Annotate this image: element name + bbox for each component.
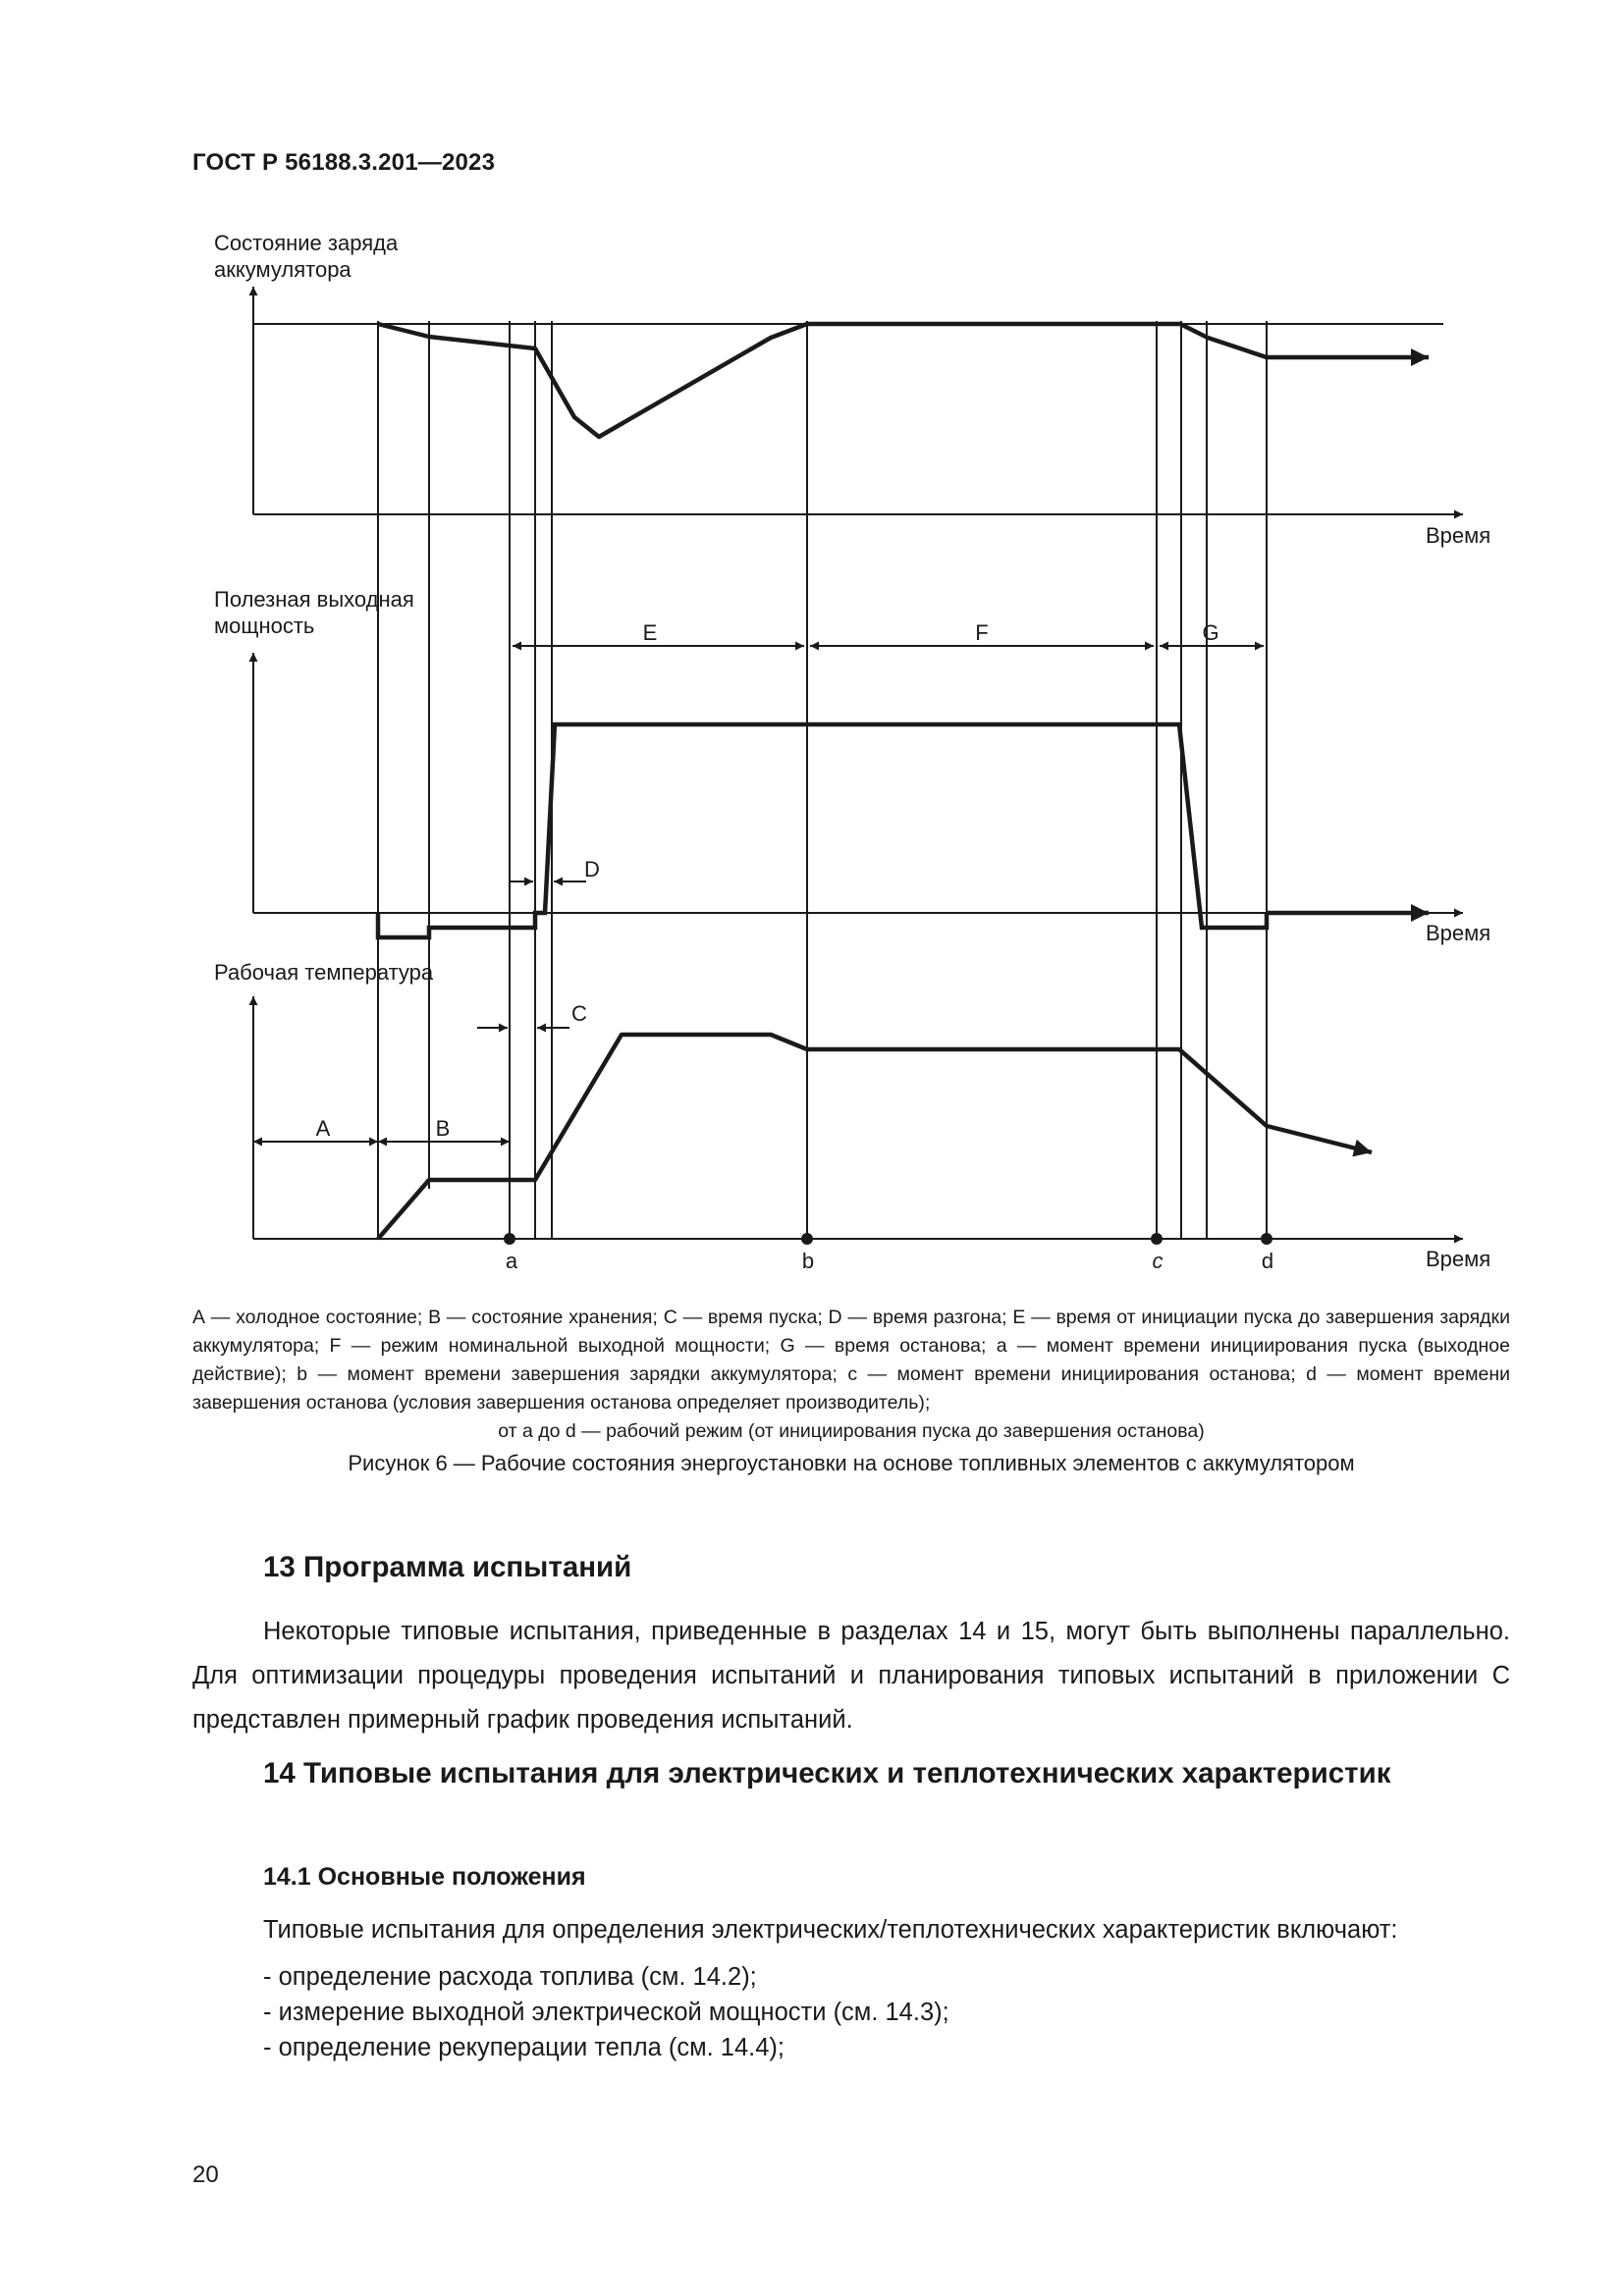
interval-C-label: C — [571, 1001, 587, 1026]
interval-G-label: G — [1202, 620, 1218, 645]
moment-a-label: a — [506, 1249, 518, 1273]
page-number: 20 — [192, 2162, 219, 2188]
section-14-heading: 14 Типовые испытания для электрических и… — [263, 1757, 1391, 1789]
ylabel-charge-2: аккумулятора — [214, 257, 352, 282]
test-list: определение расхода топлива (см. 14.2); … — [263, 1959, 949, 2065]
list-item: определение расхода топлива (см. 14.2); — [263, 1959, 949, 1995]
moment-c-label: c — [1153, 1249, 1164, 1273]
grid-vertical-lines — [377, 321, 1268, 1239]
figure-legend: А — холодное состояние; В — состояние хр… — [192, 1304, 1510, 1446]
power-curve — [375, 721, 1270, 940]
temperature-arrow — [1266, 1123, 1373, 1157]
ylabel-power-1: Полезная выходная — [214, 587, 414, 612]
section-13-heading: 13 Программа испытаний — [263, 1551, 632, 1583]
ylabel-charge-1: Состояние заряда — [214, 231, 399, 255]
moment-b-dot — [801, 1233, 813, 1245]
charge-curve — [377, 321, 1375, 440]
moment-d-dot — [1261, 1233, 1272, 1245]
moment-c-dot — [1151, 1233, 1163, 1245]
moment-d-label: d — [1262, 1249, 1273, 1273]
interval-D-label: D — [584, 857, 600, 881]
figure-caption: Рисунок 6 — Рабочие состояния энергоуста… — [348, 1451, 1355, 1475]
interval-E-label: E — [643, 620, 658, 645]
xlabel-temperature: Время — [1426, 1247, 1490, 1271]
interval-B-label: B — [436, 1116, 451, 1141]
operating-states-figure: Состояние заряда аккумулятора Время Поле… — [214, 231, 1490, 1273]
section-13-paragraph: Некоторые типовые испытания, приведенные… — [192, 1618, 1510, 1734]
interval-F-label: F — [975, 620, 988, 645]
moment-b-label: b — [802, 1249, 814, 1273]
panel-power: Полезная выходная мощность Время E F G D — [214, 587, 1490, 945]
section-14-1-intro: Типовые испытания для определения электр… — [263, 1916, 1398, 1944]
document-header: ГОСТ Р 56188.3.201—2023 — [192, 149, 496, 176]
interval-A-label: A — [316, 1116, 331, 1141]
moment-a-dot — [504, 1233, 515, 1245]
section-14-1-heading: 14.1 Основные положения — [263, 1863, 586, 1891]
ylabel-temperature: Рабочая температура — [214, 960, 434, 985]
panel-temperature: Рабочая температура Время A B C a b c d — [214, 960, 1490, 1273]
xlabel-charge: Время — [1426, 523, 1490, 548]
list-item: определение рекуперации тепла (см. 14.4)… — [263, 2030, 949, 2065]
panel-charge: Состояние заряда аккумулятора Время — [214, 231, 1490, 548]
legend-text: А — холодное состояние; В — состояние хр… — [192, 1307, 1510, 1414]
list-item: измерение выходной электрической мощност… — [263, 1995, 949, 2030]
xlabel-power: Время — [1426, 921, 1490, 945]
legend-last-line: от а до d — рабочий режим (от инициирова… — [498, 1420, 1205, 1442]
temperature-curve — [376, 1032, 1269, 1241]
ylabel-power-2: мощность — [214, 614, 314, 638]
